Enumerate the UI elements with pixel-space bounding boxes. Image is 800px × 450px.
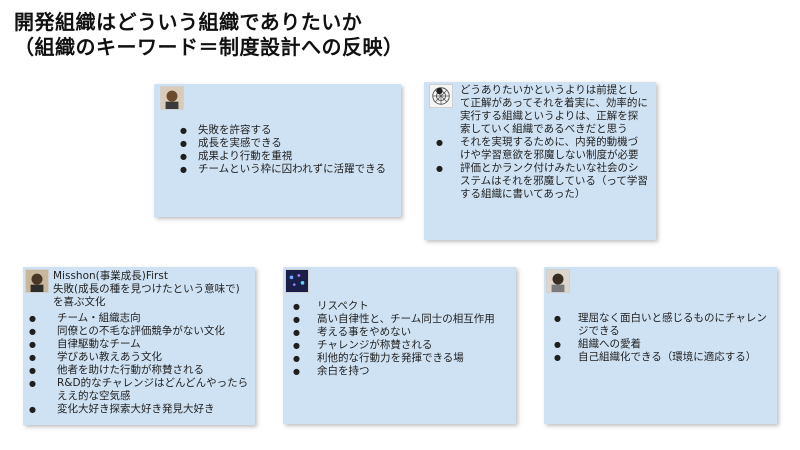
list-item: 高い自律性と、チーム同士の相互作用 (291, 313, 509, 326)
card-3-line-2: 失敗(成長の種を見つけたという意味で)を喜ぶ文化 (53, 283, 240, 308)
sticky-card-1[interactable]: 失敗を許容する 成長を実感できる 成果より行動を重視 チームという枠に囚われずに… (154, 84, 401, 217)
card-3-line-1: Misshon(事業成長)First (53, 270, 168, 282)
sticky-card-3[interactable]: Misshon(事業成長)First 失敗(成長の種を見つけたという意味で)を喜… (23, 267, 255, 425)
list-item: 理屈なく面白いと感じるものにチャレンジできる (552, 312, 770, 338)
list-item: 学びあい教えあう文化 (27, 351, 251, 364)
card-3-intro: Misshon(事業成長)First 失敗(成長の種を見つけたという意味で)を喜… (53, 270, 249, 309)
list-item: 余白を持つ (291, 365, 509, 378)
list-item: 失敗を許容する (178, 124, 390, 137)
person-photo-icon (25, 269, 49, 293)
card-3-bullets: チーム・組織志向 同僚との不毛な評価競争がない文化 自律駆動なチーム 学びあい教… (27, 312, 251, 416)
card-1-bullets: 失敗を許容する 成長を実感できる 成果より行動を重視 チームという枠に囚われずに… (178, 124, 390, 176)
sticky-card-4[interactable]: リスペクト 高い自律性と、チーム同士の相互作用 考える事をやめない チャレンジが… (283, 267, 516, 424)
list-item: 同僚との不毛な評価競争がない文化 (27, 325, 251, 338)
person-photo-icon (546, 269, 570, 293)
person-photo-icon (160, 86, 184, 110)
night-lights-icon (285, 269, 309, 293)
list-item: 評価とかランク付けみたいな社会のシステムはそれを邪魔している（って学習する組織に… (434, 162, 648, 201)
list-item: どうありたいかというよりは前提として正解があってそれを着実に、効率的に実行する組… (434, 84, 648, 136)
list-item: 自律駆動なチーム (27, 338, 251, 351)
list-item: 考える事をやめない (291, 326, 509, 339)
list-item: チーム・組織志向 (27, 312, 251, 325)
list-item: 変化大好き探索大好き発見大好き (27, 403, 251, 416)
sticky-card-2[interactable]: どうありたいかというよりは前提として正解があってそれを着実に、効率的に実行する組… (424, 82, 656, 240)
sticky-card-5[interactable]: 理屈なく面白いと感じるものにチャレンジできる 組織への愛着 自己組織化できる（環… (544, 267, 777, 424)
list-item: それを実現するために、内発的動機づけや学習意欲を邪魔しない制度が必要 (434, 136, 648, 162)
title-line-1: 開発組織はどういう組織でありたいか (14, 10, 363, 34)
list-item: チャレンジが称賛される (291, 339, 509, 352)
list-item: リスペクト (291, 300, 509, 313)
list-item: 利他的な行動力を発揮できる場 (291, 352, 509, 365)
card-2-bullets: どうありたいかというよりは前提として正解があってそれを着実に、効率的に実行する組… (434, 84, 648, 201)
title-line-2: （組織のキーワード＝制度設計への反映） (14, 35, 404, 59)
list-item: 成果より行動を重視 (178, 150, 390, 163)
page-title: 開発組織はどういう組織でありたいか （組織のキーワード＝制度設計への反映） (14, 10, 404, 60)
list-item: R&D的なチャレンジはどんどんやったらええ的な空気感 (27, 377, 251, 403)
list-item: 他者を助けた行動が称賛される (27, 364, 251, 377)
list-item: 組織への愛着 (552, 338, 770, 351)
list-item: 成長を実感できる (178, 137, 390, 150)
list-item: チームという枠に囚われずに活躍できる (178, 163, 390, 176)
card-5-bullets: 理屈なく面白いと感じるものにチャレンジできる 組織への愛着 自己組織化できる（環… (552, 312, 770, 364)
list-item: 自己組織化できる（環境に適応する） (552, 351, 770, 364)
card-4-bullets: リスペクト 高い自律性と、チーム同士の相互作用 考える事をやめない チャレンジが… (291, 300, 509, 378)
